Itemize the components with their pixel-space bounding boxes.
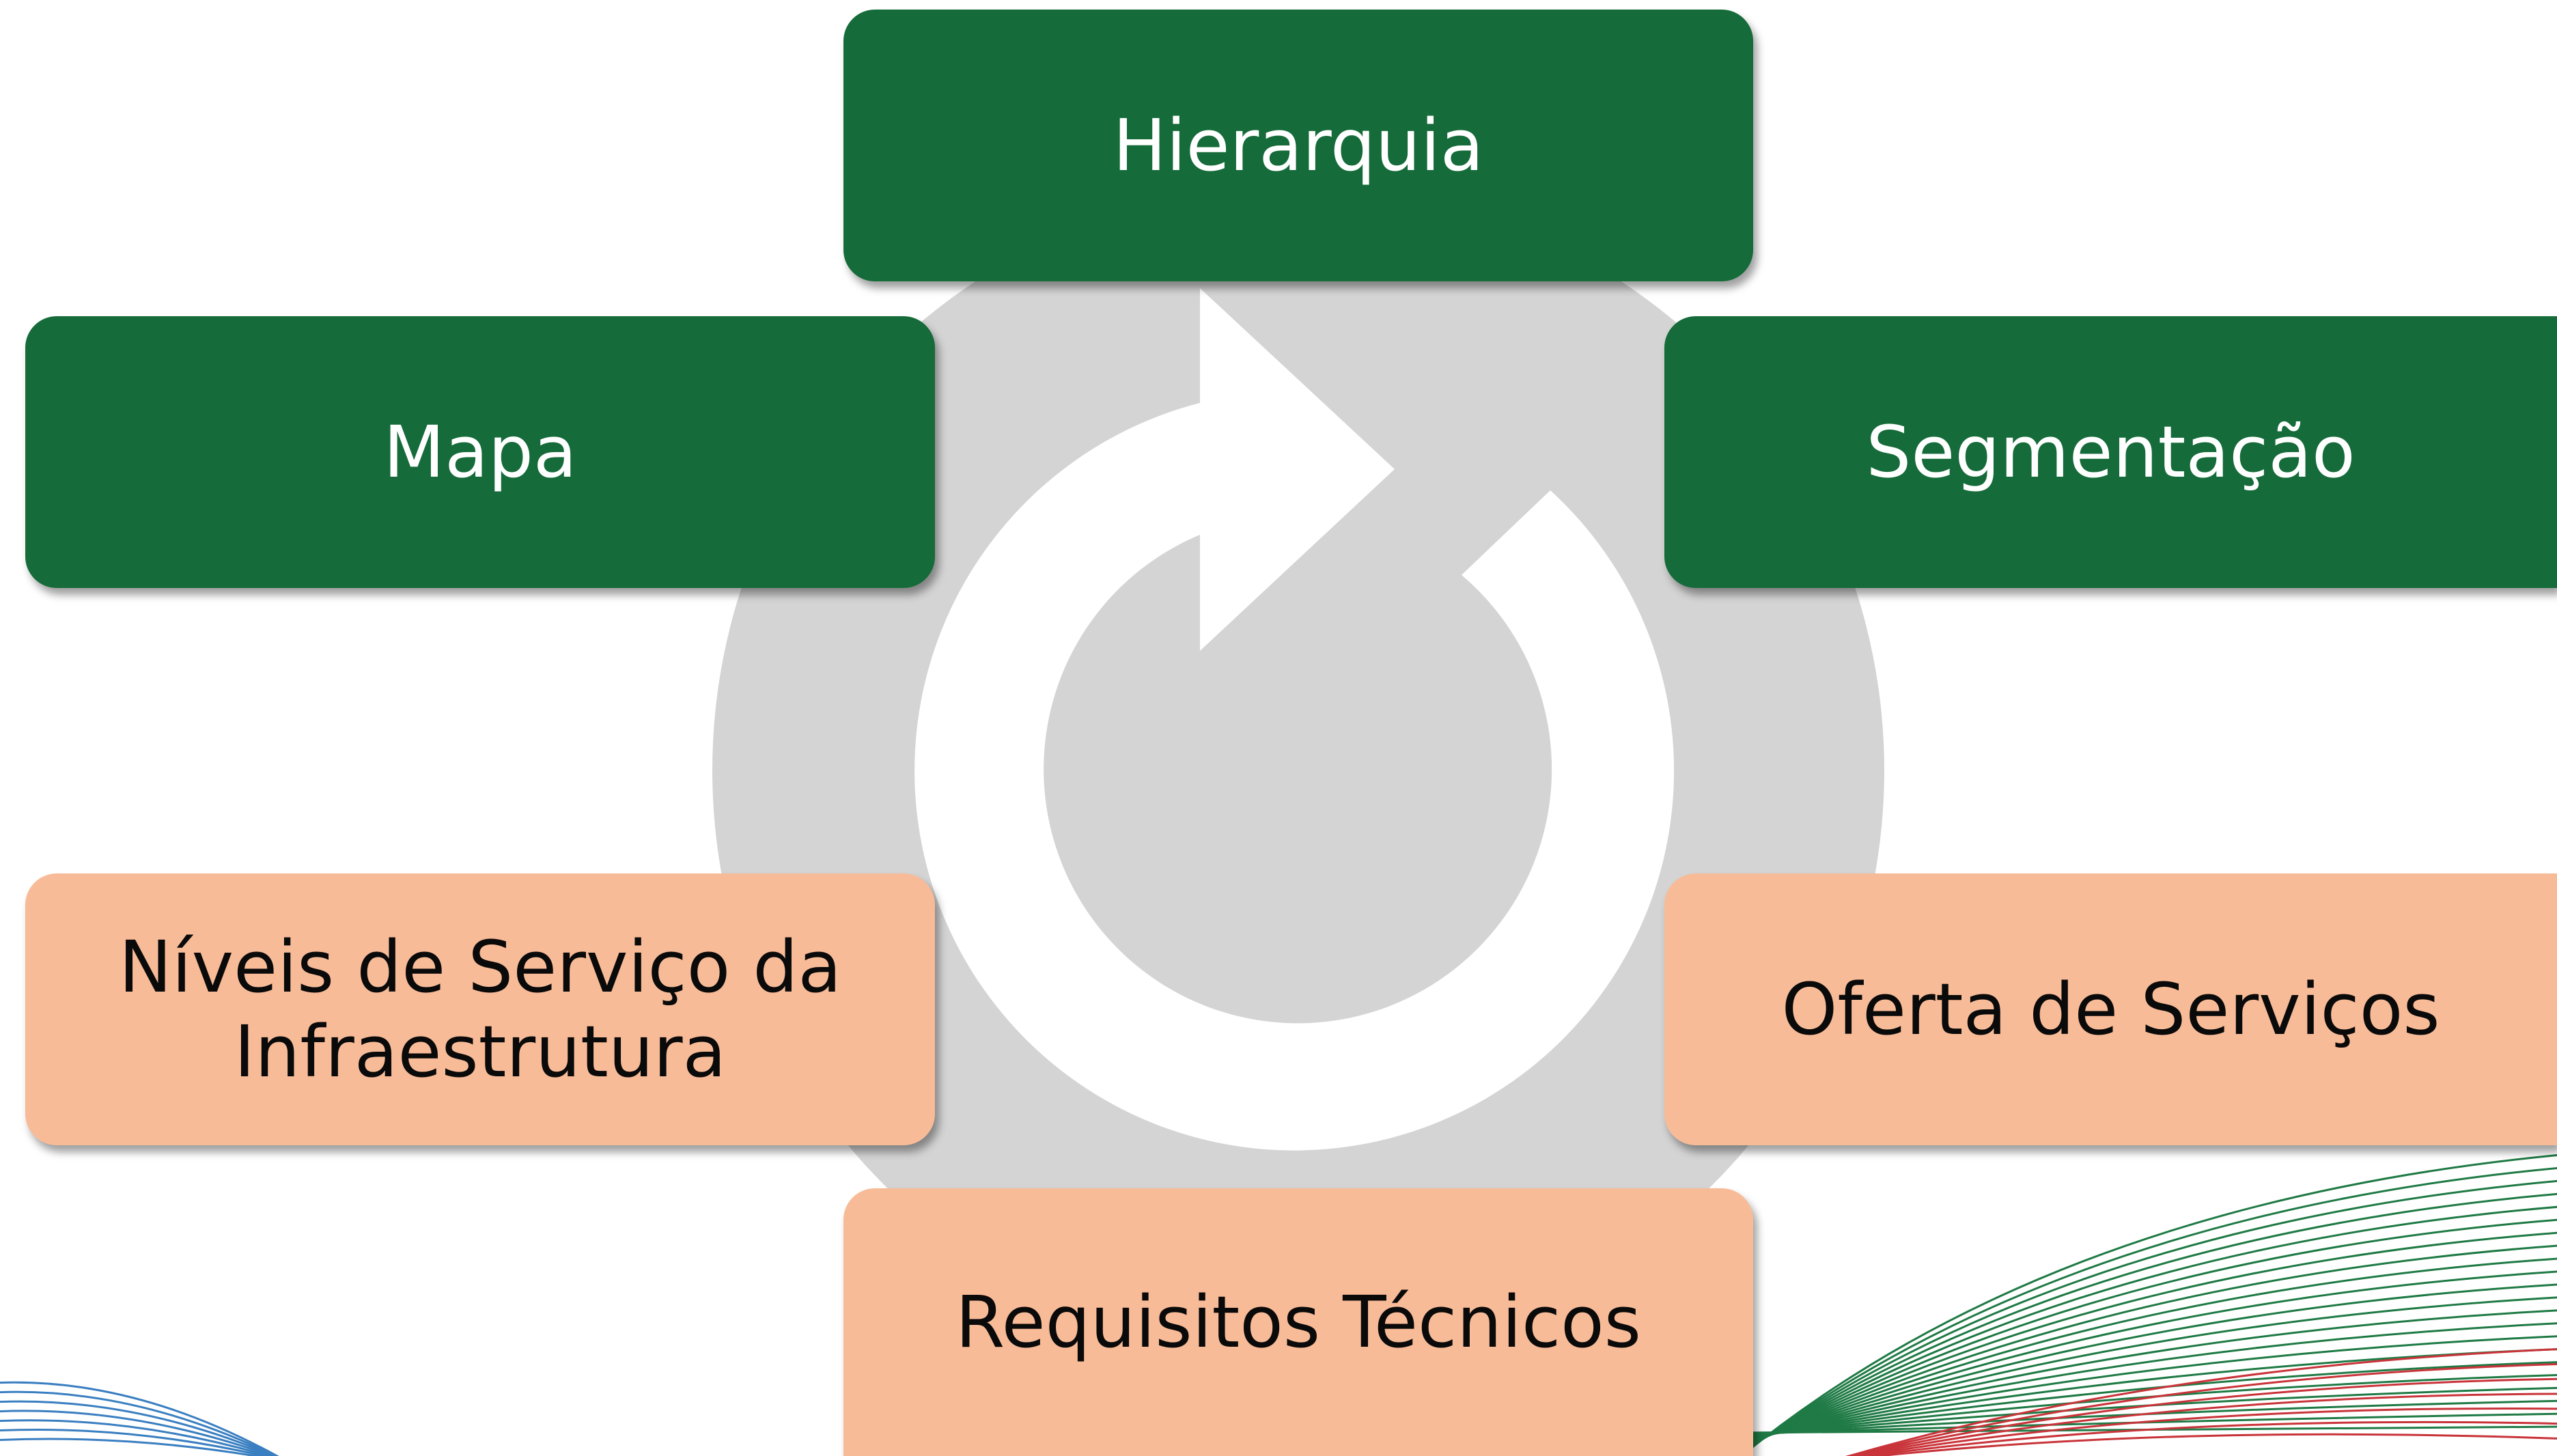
decor-line-green [1734, 1205, 2557, 1456]
decor-line-blue [0, 1428, 269, 1456]
decor-line-blue [0, 1381, 279, 1456]
diagram-box-upper-right-label: Segmentação [1866, 410, 2356, 494]
decor-line-green [1734, 1218, 2557, 1456]
diagram-box-upper-left: Mapa [25, 316, 935, 588]
decor-line-green [1734, 1335, 2557, 1444]
decor-line-green [1734, 1309, 2557, 1446]
decor-line-red [1847, 1362, 2557, 1456]
decor-line-green [1734, 1270, 2557, 1451]
diagram-box-bottom-label: Requisitos Técnicos [955, 1280, 1641, 1364]
diagram-box-lower-right: Oferta de Serviços [1664, 873, 2557, 1145]
diagram-box-upper-left-label: Mapa [383, 410, 577, 494]
decor-line-green [1734, 1322, 2557, 1445]
decor-line-blue [0, 1438, 262, 1456]
cycle-arrowhead [1200, 288, 1395, 651]
cycle-arrow-icon [914, 288, 1675, 1151]
diagram-box-lower-left: Níveis de Serviço da Infraestrutura [25, 873, 935, 1145]
decor-line-green [1734, 1283, 2557, 1449]
decor-line-green [1739, 1154, 2557, 1456]
decor-line-blue [0, 1390, 279, 1456]
diagram-box-top: Hierarquia [843, 10, 1753, 281]
diagram-box-bottom: Requisitos Técnicos [843, 1188, 1753, 1456]
decor-line-red [1869, 1433, 2557, 1456]
decor-line-blue [0, 1400, 277, 1456]
decor-line-red [1856, 1407, 2557, 1456]
diagram-box-top-label: Hierarquia [1113, 104, 1484, 187]
circle-backdrop [712, 184, 1884, 1356]
decor-line-green [1734, 1244, 2557, 1453]
decor-line-blue [0, 1419, 273, 1456]
decor-line-red [1852, 1392, 2557, 1456]
decor-line-red [1849, 1377, 2557, 1456]
decor-line-blue [0, 1410, 275, 1456]
decor-line-green [1738, 1167, 2557, 1456]
decor-line-green [1737, 1179, 2557, 1456]
decor-line-green [1734, 1361, 2557, 1441]
decor-line-red [1845, 1348, 2557, 1456]
decor-line-green [1734, 1231, 2557, 1455]
diagram-box-upper-right: Segmentação [1664, 316, 2557, 588]
decor-line-green [1734, 1425, 2557, 1434]
diagram-box-lower-right-label: Oferta de Serviços [1781, 968, 2440, 1051]
decor-line-red [1861, 1420, 2557, 1456]
cycle-arrow-ring [914, 403, 1675, 1151]
decor-line-green [1734, 1296, 2557, 1448]
decor-line-green [1734, 1257, 2557, 1452]
diagram-box-lower-left-label: Níveis de Serviço da Infraestrutura [118, 925, 842, 1093]
decor-line-green [1734, 1412, 2557, 1436]
decor-line-green [1735, 1192, 2557, 1456]
